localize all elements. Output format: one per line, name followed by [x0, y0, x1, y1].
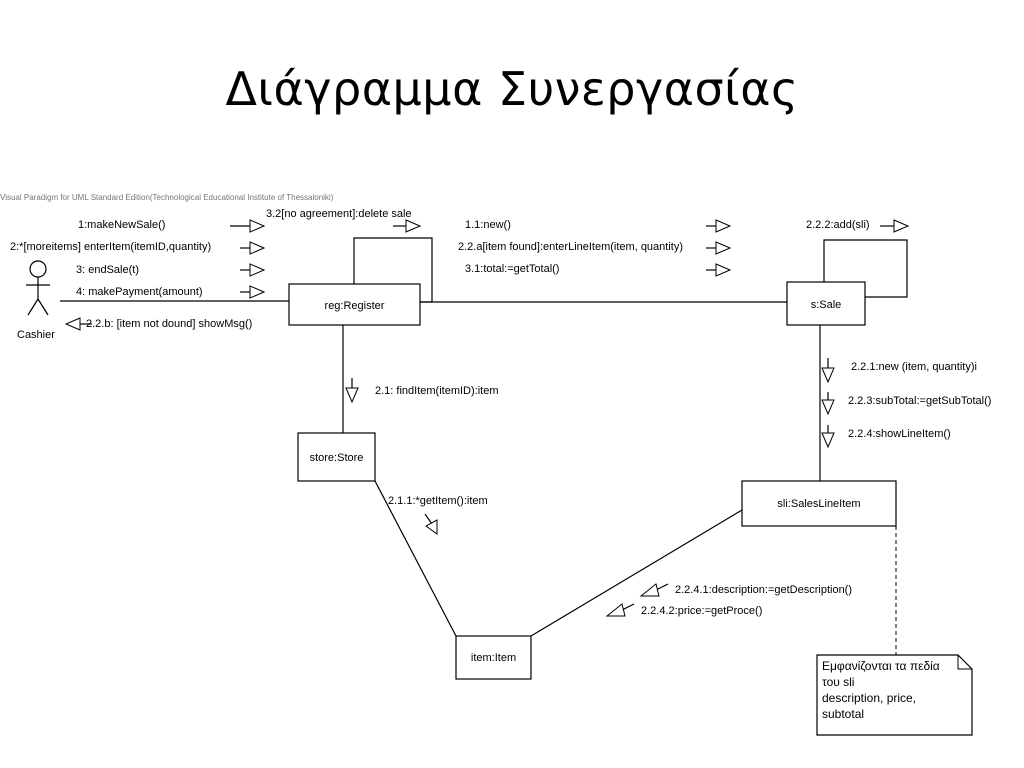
msg-add-sli: 2.2.2:add(sli): [806, 219, 870, 231]
arrow-right-icon: [393, 219, 422, 233]
actor-left-leg: [27, 298, 39, 316]
msg-get-description: 2.2.4.1:description:=getDescription(): [675, 584, 852, 596]
msg-sub-total: 2.2.3:subTotal:=getSubTotal(): [848, 395, 991, 407]
note-line-4: subtotal: [822, 707, 864, 721]
self-link-sale: [823, 239, 908, 298]
msg-end-sale: 3: endSale(t): [76, 264, 139, 276]
object-store-label: store:Store: [310, 452, 364, 464]
object-sales-line-item[interactable]: sli:SalesLineItem: [741, 480, 897, 527]
arrow-right-icon: [240, 263, 266, 277]
arrow-left-icon: [64, 317, 92, 331]
link-store-item: [374, 480, 457, 637]
arrow-right-icon: [706, 241, 732, 255]
arrow-right-icon: [706, 219, 732, 233]
actor-right-leg: [37, 298, 49, 316]
self-link-register: [353, 237, 433, 303]
msg-show-line-item: 2.2.4:showLineItem(): [848, 428, 951, 440]
arrow-right-icon: [240, 285, 266, 299]
object-register-label: reg:Register: [325, 300, 385, 312]
object-store[interactable]: store:Store: [297, 432, 376, 482]
actor-cashier[interactable]: Cashier: [17, 260, 55, 341]
msg-new-line-item: 2.2.1:new (item, quantity)i: [851, 361, 977, 373]
arrow-diagonal-icon: [424, 513, 438, 535]
msg-enter-item: 2:*[moreitems] enterItem(itemID,quantity…: [10, 241, 211, 253]
arrow-diagonal-icon: [605, 603, 635, 617]
arrow-diagonal-icon: [639, 583, 669, 597]
object-sale-label: s:Sale: [811, 299, 842, 311]
arrow-right-icon: [230, 219, 266, 233]
message-arrows: [64, 219, 910, 617]
msg-get-price: 2.2.4.2:price:=getProce(): [641, 605, 762, 617]
arrow-right-icon: [880, 219, 910, 233]
note-line-1: Εμφανίζονται τα πεδία: [822, 659, 940, 673]
arrow-down-icon: [821, 358, 835, 384]
object-sale[interactable]: s:Sale: [786, 281, 866, 326]
arrow-right-icon: [706, 263, 732, 277]
note-line-3: description, price,: [822, 691, 916, 705]
object-item[interactable]: item:Item: [455, 635, 532, 680]
actor-head-icon: [29, 260, 47, 278]
object-item-label: item:Item: [471, 652, 516, 664]
tool-watermark: Visual Paradigm for UML Standard Edition…: [0, 193, 334, 202]
actor-label: Cashier: [17, 329, 55, 341]
msg-enter-line-item: 2.2.a[item found]:enterLineItem(item, qu…: [458, 241, 683, 253]
msg-get-item: 2.1.1:*getItem():item: [388, 495, 488, 507]
note-box[interactable]: Εμφανίζονται τα πεδία του sli descriptio…: [816, 654, 973, 736]
object-sli-label: sli:SalesLineItem: [777, 498, 860, 510]
arrow-right-icon: [240, 241, 266, 255]
msg-delete-sale: 3.2[no agreement]:delete sale: [266, 208, 412, 220]
object-register[interactable]: reg:Register: [288, 283, 421, 326]
msg-make-payment: 4: makePayment(amount): [76, 286, 203, 298]
msg-find-item: 2.1: findItem(itemID):item: [375, 385, 498, 397]
arrow-down-icon: [821, 425, 835, 449]
note-line-2: του sli: [822, 675, 854, 689]
slide-title: Διάγραμμα Συνεργασίας: [225, 62, 799, 116]
msg-make-new-sale: 1:makeNewSale(): [78, 219, 165, 231]
arrow-down-icon: [345, 378, 359, 404]
msg-get-total: 3.1:total:=getTotal(): [465, 263, 559, 275]
link-sli-item: [530, 509, 743, 637]
msg-new: 1.1:new(): [465, 219, 511, 231]
arrow-down-icon: [821, 392, 835, 416]
msg-show-msg: 2.2.b: [item not dound] showMsg(): [86, 318, 252, 330]
